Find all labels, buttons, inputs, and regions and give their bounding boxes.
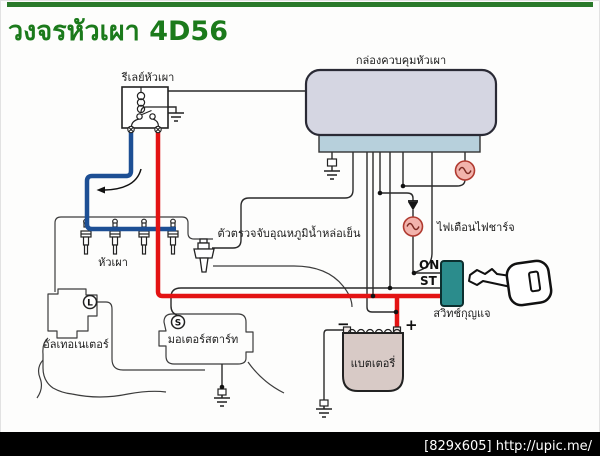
- footer-url-text: [829x605] http://upic.me/: [424, 439, 592, 454]
- controlbox-body: [304, 68, 498, 137]
- charge-lamp-label: ไฟเตือนไฟชาร์จ: [436, 221, 515, 234]
- battery-ground-icon: [316, 399, 332, 418]
- controlbox-ground-icon: [324, 158, 340, 180]
- glow-plug-supply-wire: [84, 131, 176, 232]
- relay-coil-icon: [136, 91, 146, 114]
- battery-body: [342, 332, 404, 392]
- diode-icon: [408, 200, 418, 211]
- glow-plug: [167, 218, 179, 255]
- current-arrow-icon: [96, 168, 142, 194]
- relay-contacts-icon: [130, 109, 160, 127]
- battery-plus-sign: +: [405, 316, 418, 334]
- glow-indicator-lamp-icon: [454, 160, 476, 181]
- st-label: ST: [420, 274, 438, 288]
- glow-plugs: [80, 218, 179, 255]
- junction-dots: [219, 183, 417, 390]
- coolant-sensor-wire: [212, 152, 354, 249]
- coolant-temp-sensor-icon: [193, 238, 215, 273]
- glow-plugs-label: หัวเผา: [98, 256, 128, 269]
- starter-body: [158, 313, 254, 365]
- battery-minus-sign: −: [337, 315, 350, 333]
- charge-lamp-wire: [379, 152, 414, 273]
- key-icon: [468, 259, 553, 307]
- on-label: ON: [419, 258, 439, 272]
- controlbox-connector: [318, 134, 481, 153]
- battery: [342, 326, 404, 392]
- main-power-wire: [155, 131, 441, 299]
- controlbox-label: กล่องควบคุมหัวเผา: [356, 54, 446, 67]
- l-terminal-letter: L: [87, 299, 93, 309]
- ignition-switch: [440, 260, 464, 307]
- relay-coil-leads: [140, 87, 168, 113]
- relay-label: รีเลย์หัวเผา: [121, 71, 175, 84]
- battery-cell-caps: [347, 328, 402, 334]
- footer-bar: [0, 432, 600, 456]
- starter-label: มอเตอร์สตาร์ท: [168, 333, 238, 346]
- ignition-switch-label: สวิทช์กุญแจ: [433, 307, 490, 320]
- glow-control-box: [304, 68, 498, 180]
- battery-minus-wire: [323, 329, 344, 400]
- alternator-l-terminal: L: [82, 294, 98, 310]
- engine-outline: [36, 216, 353, 399]
- alternator-label: อัลเทอเนเตอร์: [43, 338, 109, 351]
- starter-s-terminal: S: [170, 314, 186, 330]
- relay-ground-icon: [168, 112, 184, 122]
- relay-ground-lead: [168, 106, 177, 113]
- glow-plug: [138, 218, 150, 255]
- page-title: วงจรหัวเผา 4D56: [8, 16, 228, 47]
- charge-warning-lamp-icon: [402, 216, 424, 237]
- battery-sense-wire: [366, 152, 396, 313]
- relay-terminal-icon: [127, 125, 162, 134]
- top-green-bar: [7, 2, 593, 7]
- s-terminal-letter: S: [175, 319, 181, 329]
- alternator-body: [47, 288, 98, 339]
- glow-plug-relay: [121, 86, 184, 134]
- battery-label: แบตเตอรี่: [351, 355, 396, 370]
- coolant-sensor-label: ตัวตรวจจับอุณหภูมิน้ำหล่อเย็น: [217, 225, 360, 240]
